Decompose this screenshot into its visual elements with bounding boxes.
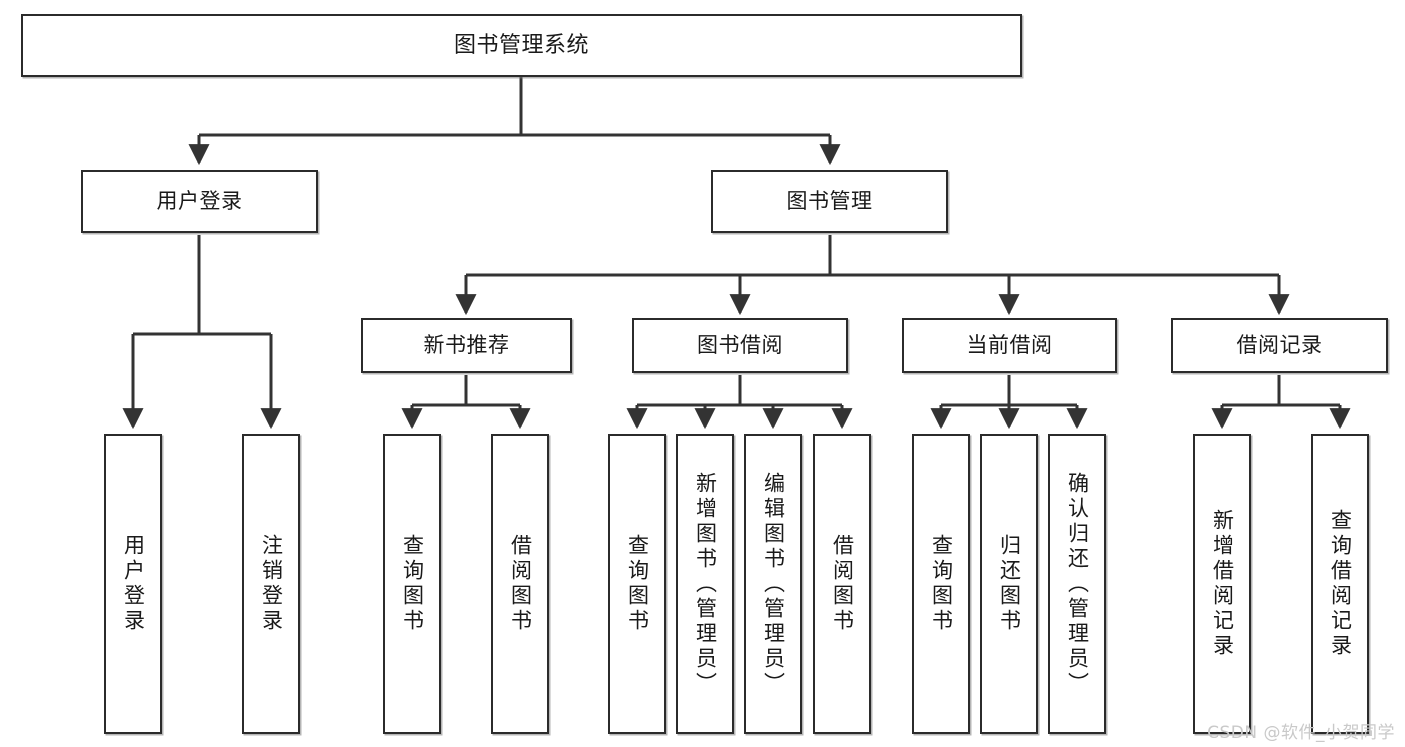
node-leaf-query-book-2-label: 查询图书 [625,534,650,634]
node-leaf-query-book-1[interactable]: 查询图书 [383,434,441,734]
node-book-borrow[interactable]: 图书借阅 [632,318,848,373]
node-leaf-edit-book[interactable]: 编辑图书（管理员） [744,434,802,734]
node-leaf-add-record-label: 新增借阅记录 [1210,509,1235,659]
node-leaf-query-book-2[interactable]: 查询图书 [608,434,666,734]
node-leaf-add-book[interactable]: 新增图书（管理员） [676,434,734,734]
node-leaf-return-book[interactable]: 归还图书 [980,434,1038,734]
node-borrow-record-label: 借阅记录 [1236,333,1323,358]
node-root[interactable]: 图书管理系统 [21,14,1022,77]
node-leaf-add-record[interactable]: 新增借阅记录 [1193,434,1251,734]
node-leaf-query-record[interactable]: 查询借阅记录 [1311,434,1369,734]
node-leaf-return-book-label: 归还图书 [997,534,1022,634]
node-leaf-borrow-book-2-label: 借阅图书 [830,534,855,634]
node-leaf-add-book-label: 新增图书（管理员） [693,471,718,697]
node-new-book-recommend-label: 新书推荐 [423,333,510,358]
node-leaf-query-book-3-label: 查询图书 [929,534,954,634]
node-leaf-edit-book-label: 编辑图书（管理员） [761,471,786,697]
csdn-watermark: CSDN @软件_小贺同学 [1207,723,1395,743]
node-leaf-query-record-label: 查询借阅记录 [1328,509,1353,659]
node-current-borrow-label: 当前借阅 [966,333,1053,358]
node-new-book-recommend[interactable]: 新书推荐 [361,318,572,373]
node-book-manage[interactable]: 图书管理 [711,170,948,233]
node-leaf-query-book-1-label: 查询图书 [400,534,425,634]
node-leaf-user-logout-label: 注销登录 [259,534,284,634]
node-book-borrow-label: 图书借阅 [697,333,783,358]
node-borrow-record[interactable]: 借阅记录 [1171,318,1388,373]
node-leaf-user-login-label: 用户登录 [121,534,146,634]
node-book-manage-label: 图书管理 [786,189,873,214]
node-leaf-query-book-3[interactable]: 查询图书 [912,434,970,734]
node-leaf-borrow-book-1-label: 借阅图书 [508,534,533,634]
node-root-label: 图书管理系统 [453,32,589,58]
node-leaf-borrow-book-1[interactable]: 借阅图书 [491,434,549,734]
node-user-login-label: 用户登录 [156,189,243,214]
node-leaf-confirm-return[interactable]: 确认归还（管理员） [1048,434,1106,734]
node-leaf-user-login[interactable]: 用户登录 [104,434,162,734]
node-user-login[interactable]: 用户登录 [81,170,318,233]
node-leaf-confirm-return-label: 确认归还（管理员） [1065,471,1090,697]
node-leaf-borrow-book-2[interactable]: 借阅图书 [813,434,871,734]
node-leaf-user-logout[interactable]: 注销登录 [242,434,300,734]
node-current-borrow[interactable]: 当前借阅 [902,318,1117,373]
